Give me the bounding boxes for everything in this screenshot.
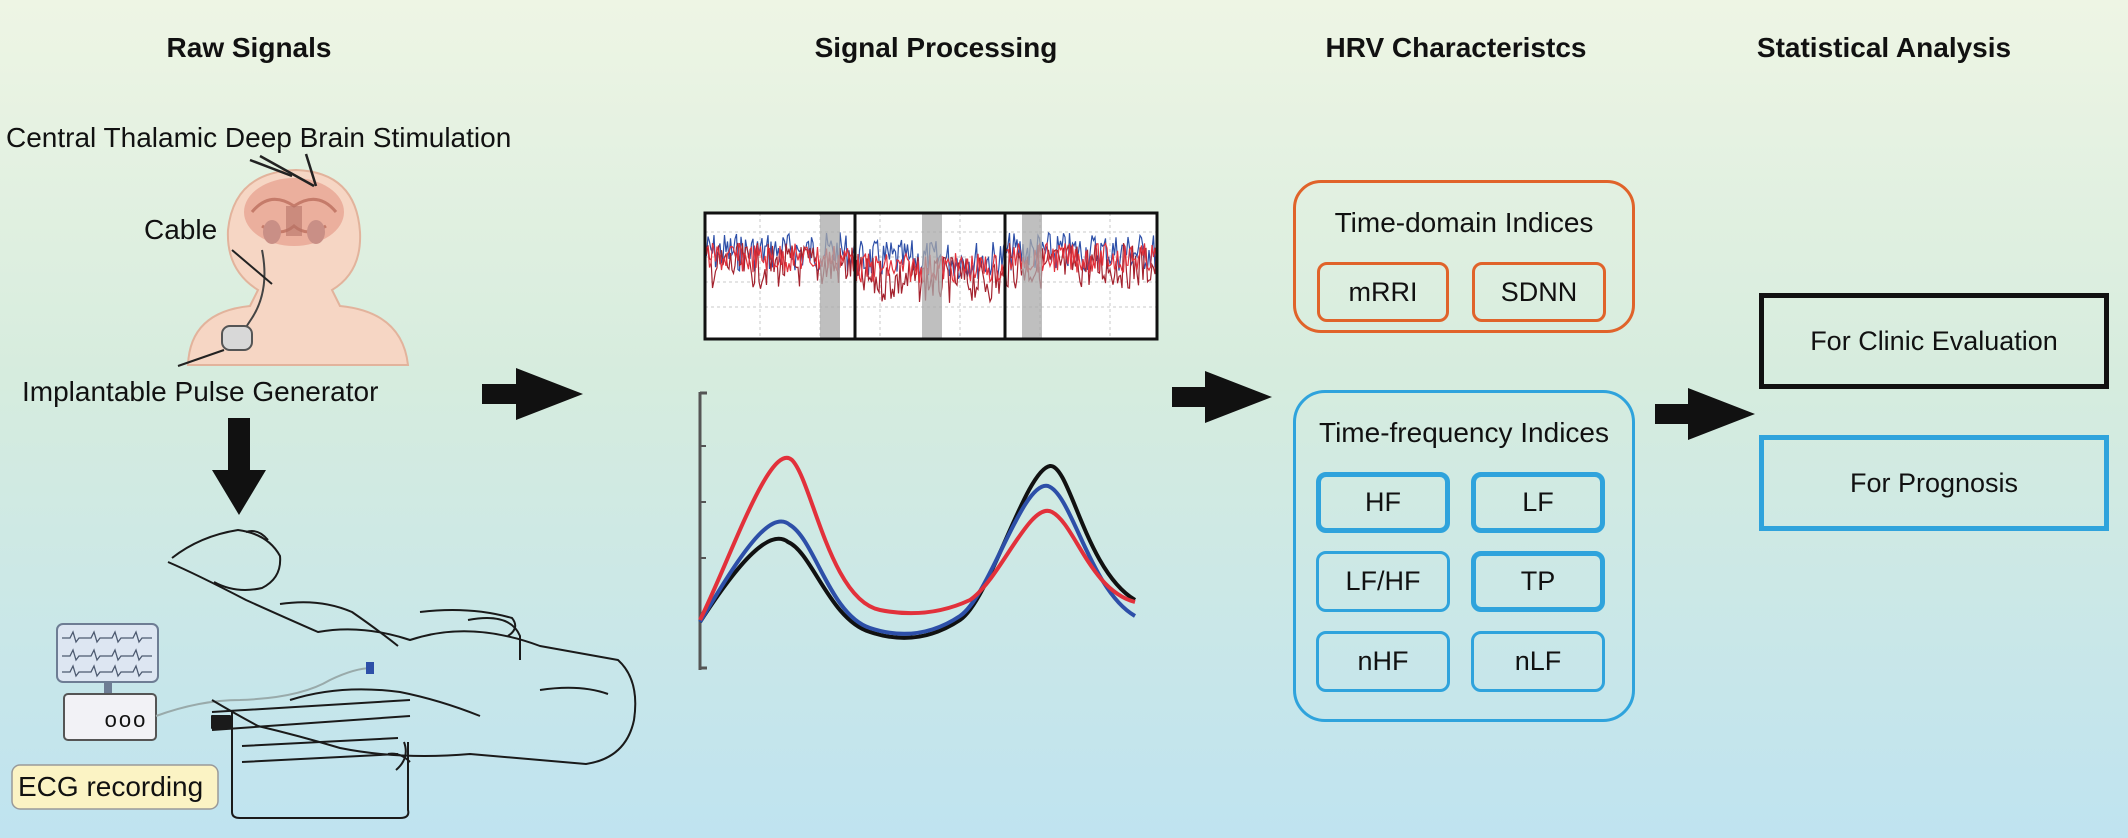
time-frequency-title: Time-frequency Indices: [1319, 417, 1609, 448]
time-domain-group: Time-domain Indices: [1293, 180, 1635, 333]
ecg-recording-label: ECG recording: [18, 771, 204, 802]
time-frequency-group: Time-frequency Indices: [1293, 390, 1635, 722]
arrow-hrv-to-stats-icon: [1655, 388, 1755, 440]
dbs-leads: [249, 153, 318, 188]
spectrum-curve-red: [698, 455, 1136, 621]
prognosis-box: For Prognosis: [1759, 435, 2109, 531]
ecg-signal-panel: [703, 211, 1159, 341]
dbs-label: Central Thalamic Deep Brain Stimulation: [6, 122, 512, 153]
ipg-device-icon: [221, 325, 253, 351]
spectrum-curve-black: [698, 464, 1137, 640]
time-domain-title: Time-domain Indices: [1334, 207, 1594, 238]
patient-bed-illustration: [167, 529, 637, 819]
ipg-label: Implantable Pulse Generator: [22, 376, 379, 407]
index-tp: TP: [1471, 551, 1605, 612]
patient-head-illustration: [186, 168, 410, 366]
ecg-label-bg: [11, 764, 219, 810]
header-statistical-analysis: Statistical Analysis: [1756, 32, 2012, 63]
down-arrow-icon: [212, 418, 266, 515]
header-hrv-characteristics: HRV Characteristcs: [1325, 32, 1587, 63]
arrow-raw-to-processing-icon: [482, 368, 583, 420]
index-hf: HF: [1316, 472, 1450, 533]
arrow-processing-to-hrv-icon: [1172, 371, 1272, 423]
index-lf: LF: [1471, 472, 1605, 533]
cable-and-ipg: [177, 249, 273, 367]
spectrum-plot: [698, 391, 1137, 670]
index-mrri: mRRI: [1317, 262, 1449, 322]
cable-label: Cable: [144, 214, 218, 245]
header-raw-signals: Raw Signals: [166, 32, 332, 63]
ecg-monitor-icon: [56, 623, 374, 741]
clinic-evaluation-box: For Clinic Evaluation: [1759, 293, 2109, 389]
ecg-device-buttons: ooo: [104, 707, 148, 732]
index-nhf: nHF: [1316, 631, 1450, 692]
index-lf-hf: LF/HF: [1316, 551, 1450, 612]
header-signal-processing: Signal Processing: [814, 32, 1058, 63]
spectrum-curve-blue: [698, 483, 1137, 636]
index-sdnn: SDNN: [1472, 262, 1606, 322]
index-nlf: nLF: [1471, 631, 1605, 692]
